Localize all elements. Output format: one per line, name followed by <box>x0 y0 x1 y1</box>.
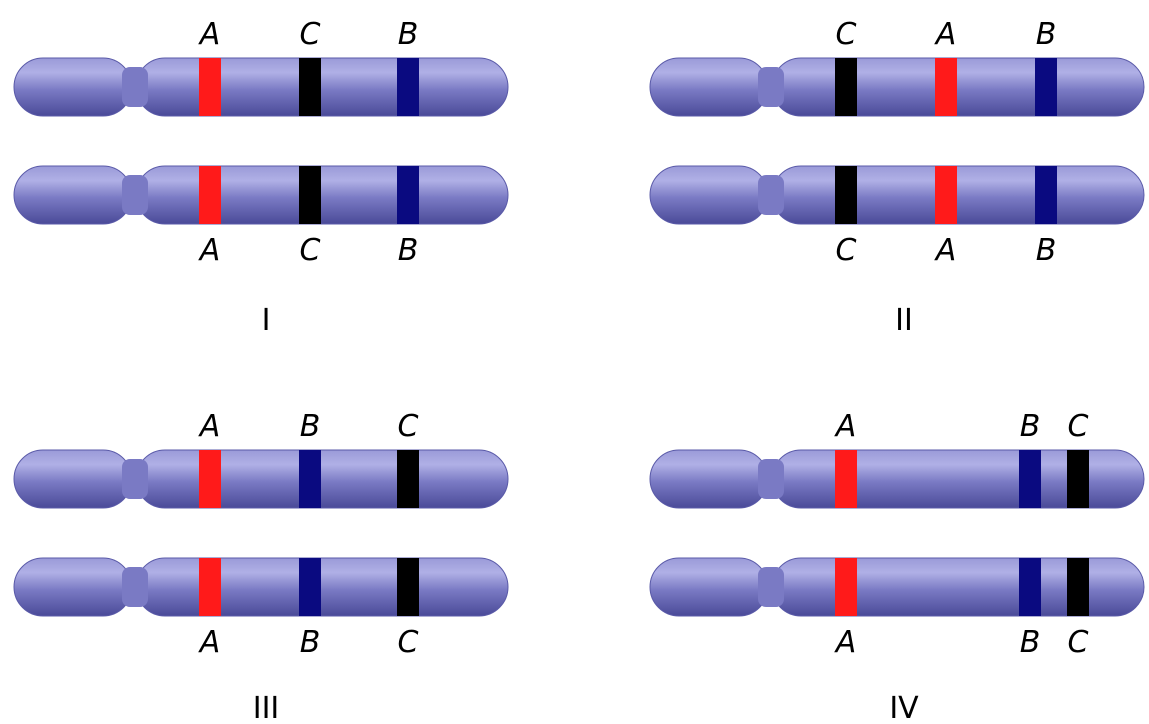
gene-label-a: A <box>834 409 857 444</box>
panel-label: II <box>895 303 913 338</box>
long-arm <box>135 449 509 509</box>
long-arm <box>135 557 509 617</box>
gene-label-c: C <box>1068 625 1089 660</box>
gene-band-a <box>199 450 221 508</box>
centromere <box>122 459 148 499</box>
gene-band-a <box>835 450 857 508</box>
short-arm <box>649 57 769 117</box>
gene-band-a <box>199 58 221 116</box>
gene-label-b: B <box>1036 233 1057 268</box>
gene-band-c <box>1067 558 1089 616</box>
gene-band-c <box>1067 450 1089 508</box>
chromosome-1 <box>649 57 1145 117</box>
gene-label-b: B <box>300 625 321 660</box>
long-arm <box>771 57 1145 117</box>
chromosome-2 <box>649 557 1145 617</box>
gene-band-a <box>935 166 957 224</box>
panel-2: C A B C A B II <box>649 17 1145 338</box>
chromosome-2 <box>13 165 509 225</box>
chromosome-1 <box>13 449 509 509</box>
short-arm <box>649 557 769 617</box>
gene-label-a: A <box>198 17 221 52</box>
short-arm <box>649 449 769 509</box>
gene-label-c: C <box>836 17 857 52</box>
gene-label-b: B <box>1020 625 1041 660</box>
short-arm <box>13 57 133 117</box>
chromosome-1 <box>649 449 1145 509</box>
gene-band-b <box>299 450 321 508</box>
gene-label-a: A <box>198 233 221 268</box>
gene-label-a: A <box>198 409 221 444</box>
short-arm <box>13 165 133 225</box>
gene-label-c: C <box>300 17 321 52</box>
gene-label-c: C <box>836 233 857 268</box>
gene-band-b <box>1035 166 1057 224</box>
centromere <box>122 67 148 107</box>
gene-label-c: C <box>398 625 419 660</box>
gene-label-c: C <box>1068 409 1089 444</box>
gene-band-c <box>299 166 321 224</box>
panel-label: III <box>253 691 280 724</box>
centromere <box>758 175 784 215</box>
short-arm <box>13 449 133 509</box>
chromosome-1 <box>13 57 509 117</box>
gene-label-a: A <box>198 625 221 660</box>
short-arm <box>13 557 133 617</box>
gene-band-b <box>1035 58 1057 116</box>
gene-label-c: C <box>398 409 419 444</box>
long-arm <box>135 165 509 225</box>
gene-label-b: B <box>1020 409 1041 444</box>
gene-band-a <box>199 166 221 224</box>
gene-band-c <box>835 58 857 116</box>
centromere <box>758 567 784 607</box>
chromosome-2 <box>13 557 509 617</box>
gene-band-c <box>397 450 419 508</box>
gene-band-b <box>1019 558 1041 616</box>
gene-label-a: A <box>834 625 857 660</box>
gene-band-c <box>397 558 419 616</box>
centromere <box>758 67 784 107</box>
gene-label-a: A <box>934 233 957 268</box>
long-arm <box>135 57 509 117</box>
panel-3: A B C A B C III <box>13 409 509 724</box>
gene-band-a <box>835 558 857 616</box>
gene-band-b <box>397 58 419 116</box>
gene-band-c <box>299 58 321 116</box>
panel-1: A C B A C B I <box>13 17 509 338</box>
gene-label-b: B <box>398 17 419 52</box>
centromere <box>122 567 148 607</box>
panel-label: I <box>262 303 271 338</box>
long-arm <box>771 165 1145 225</box>
gene-label-a: A <box>934 17 957 52</box>
gene-band-a <box>199 558 221 616</box>
centromere <box>758 459 784 499</box>
gene-band-b <box>1019 450 1041 508</box>
gene-band-b <box>299 558 321 616</box>
gene-label-b: B <box>398 233 419 268</box>
gene-label-b: B <box>1036 17 1057 52</box>
gene-label-c: C <box>300 233 321 268</box>
gene-band-c <box>835 166 857 224</box>
short-arm <box>649 165 769 225</box>
panel-label: IV <box>889 691 919 724</box>
gene-label-b: B <box>300 409 321 444</box>
gene-band-b <box>397 166 419 224</box>
gene-band-a <box>935 58 957 116</box>
chromosome-2 <box>649 165 1145 225</box>
centromere <box>122 175 148 215</box>
